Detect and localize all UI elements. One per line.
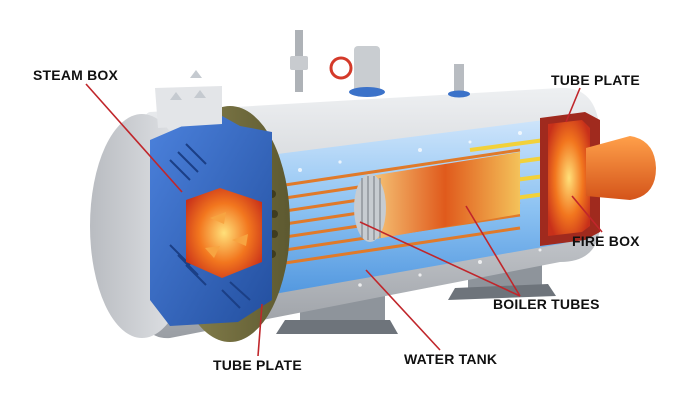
- valve-fittings: [290, 30, 470, 98]
- tube-plate-top-label: TUBE PLATE: [551, 72, 640, 88]
- water-tank-label: WATER TANK: [404, 351, 498, 367]
- leader-tube-plate-bottom: [257, 303, 263, 357]
- steam-box: [150, 112, 272, 326]
- leader-steam-box: [85, 83, 183, 193]
- furnace: [354, 152, 520, 242]
- leader-lines: [85, 83, 603, 357]
- leader-boiler-tubes-2: [359, 221, 521, 297]
- burner: [586, 136, 656, 200]
- fire-box-label: FIRE BOX: [572, 233, 640, 249]
- boiler-tubes-label: BOILER TUBES: [493, 296, 600, 312]
- steam-outlet: [155, 70, 222, 128]
- leader-boiler-tubes-1: [465, 205, 521, 297]
- leader-water-tank: [365, 269, 441, 351]
- tube-plate-bottom-label: TUBE PLATE: [213, 357, 302, 373]
- leader-tube-plate-top: [565, 87, 581, 123]
- leader-fire-box: [571, 195, 603, 233]
- steam-box-label: STEAM BOX: [33, 67, 119, 83]
